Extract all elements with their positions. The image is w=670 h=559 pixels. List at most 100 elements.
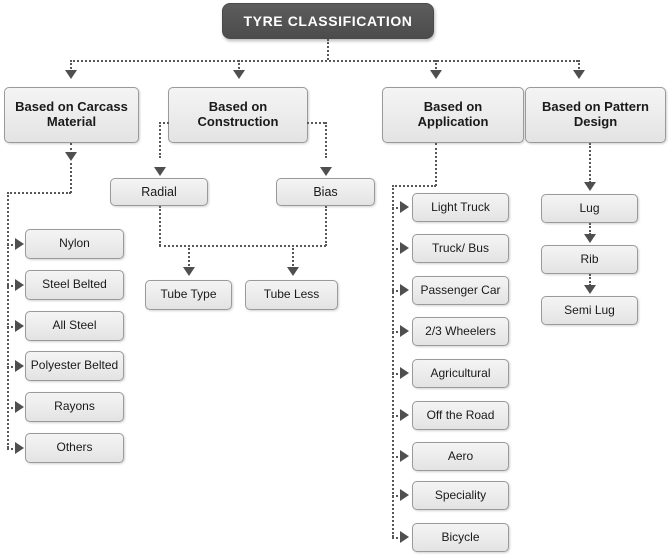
branch-node-pattern: Based on Pattern Design: [525, 87, 666, 143]
label-radial: Radial: [141, 184, 177, 199]
branch-label-construction-line2: Construction: [197, 114, 279, 129]
arrowhead-carcass-6: [15, 442, 24, 454]
leaf-label-bicycle: Bicycle: [441, 529, 480, 544]
leaf-label-polyester-belted: Polyester Belted: [30, 358, 119, 373]
branch-node-construction: Based on Construction: [168, 87, 308, 143]
connector-application-stub-4: [392, 331, 402, 333]
arrowhead-carcass-1: [15, 238, 24, 250]
arrowhead-to-application: [430, 70, 442, 79]
leaf-node-bicycle: Bicycle: [412, 523, 509, 552]
connector-carcass-stub-4: [7, 366, 17, 368]
leaf-node-2-3-wheelers: 2/3 Wheelers: [412, 317, 509, 346]
leaf-label-tube-less: Tube Less: [263, 287, 320, 302]
leaf-label-semi-lug: Semi Lug: [564, 302, 615, 317]
connector-carcass-elbow: [7, 192, 71, 194]
leaf-node-semi-lug: Semi Lug: [541, 296, 638, 325]
arrowhead-application-7: [400, 450, 409, 462]
arrowhead-application-4: [400, 325, 409, 337]
connector-to-tube-less: [292, 245, 294, 269]
connector-construction-bus-left: [159, 122, 169, 124]
connector-bias-down: [325, 206, 327, 246]
leaf-node-lug: Lug: [541, 194, 638, 223]
connector-carcass-bus: [7, 192, 9, 448]
connector-root-bus: [70, 60, 578, 62]
branch-label-carcass-line2: Material: [46, 114, 97, 129]
arrowhead-carcass-2: [15, 279, 24, 291]
connector-pattern-drop: [589, 143, 591, 183]
connector-rib-to-semi-lug: [589, 274, 591, 286]
connector-carcass-stub-6: [7, 448, 17, 450]
leaf-node-truck-bus: Truck/ Bus: [412, 234, 509, 263]
connector-carcass-stub-1: [7, 244, 17, 246]
arrowhead-carcass-stem: [65, 152, 77, 161]
connector-carcass-stub-2: [7, 285, 17, 287]
leaf-node-others: Others: [25, 433, 124, 463]
leaf-label-agricultural: Agricultural: [430, 365, 491, 380]
leaf-node-polyester-belted: Polyester Belted: [25, 351, 124, 381]
branch-node-application: Based on Application: [382, 87, 524, 143]
branch-node-carcass: Based on Carcass Material: [4, 87, 139, 143]
branch-label-application-line1: Based on: [423, 99, 483, 115]
leaf-label-all-steel: All Steel: [52, 318, 97, 333]
leaf-node-off-the-road: Off the Road: [412, 401, 509, 430]
connector-application-drop: [435, 143, 437, 186]
arrowhead-application-9: [400, 531, 409, 543]
arrowhead-to-carcass: [65, 70, 77, 79]
connector-application-elbow: [392, 185, 436, 187]
arrowhead-rib: [584, 234, 596, 243]
connector-application-stub-1: [392, 207, 402, 209]
arrowhead-to-pattern: [573, 70, 585, 79]
leaf-label-aero: Aero: [447, 448, 474, 463]
arrowhead-tube-type: [183, 267, 195, 276]
connector-to-carcass: [70, 60, 72, 72]
leaf-label-2-3-wheelers: 2/3 Wheelers: [425, 323, 496, 338]
arrowhead-application-3: [400, 284, 409, 296]
leaf-node-steel-belted: Steel Belted: [25, 270, 124, 300]
leaf-node-tube-type: Tube Type: [145, 280, 232, 310]
leaf-node-nylon: Nylon: [25, 229, 124, 259]
connector-to-tube-type: [188, 245, 190, 269]
leaf-label-passenger-car: Passenger Car: [420, 282, 501, 297]
connector-to-construction: [238, 60, 240, 72]
arrowhead-carcass-5: [15, 401, 24, 413]
connector-application-stub-8: [392, 495, 402, 497]
connector-application-bus: [392, 185, 394, 537]
leaf-node-rib: Rib: [541, 245, 638, 274]
diagram-title-label: TYRE CLASSIFICATION: [243, 12, 413, 29]
branch-label-carcass-line1: Based on Carcass: [15, 99, 128, 115]
connector-carcass-drop: [70, 163, 72, 193]
leaf-node-rayons: Rayons: [25, 392, 124, 422]
connector-carcass-stem: [70, 143, 72, 154]
leaf-label-light-truck: Light Truck: [431, 199, 490, 214]
connector-application-stub-3: [392, 290, 402, 292]
leaf-node-passenger-car: Passenger Car: [412, 276, 509, 305]
arrowhead-application-6: [400, 409, 409, 421]
branch-label-construction-line1: Based on: [208, 99, 268, 115]
connector-construction-right-drop: [325, 122, 327, 158]
label-bias: Bias: [313, 184, 338, 199]
connector-application-stub-7: [392, 456, 402, 458]
node-radial: Radial: [110, 178, 208, 206]
arrowhead-radial: [154, 167, 166, 176]
connector-root-stem: [327, 39, 329, 60]
connector-to-pattern: [578, 60, 580, 72]
arrowhead-application-8: [400, 489, 409, 501]
leaf-label-truck-bus: Truck/ Bus: [432, 240, 489, 255]
arrowhead-carcass-3: [15, 320, 24, 332]
connector-application-stub-2: [392, 248, 402, 250]
connector-lug-to-rib: [589, 223, 591, 235]
connector-construction-left-drop: [159, 122, 161, 158]
arrowhead-application-2: [400, 242, 409, 254]
node-bias: Bias: [276, 178, 375, 206]
branch-label-application-line2: Application: [417, 114, 489, 129]
leaf-node-agricultural: Agricultural: [412, 359, 509, 388]
connector-application-stub-6: [392, 415, 402, 417]
leaf-label-rayons: Rayons: [54, 399, 95, 414]
arrowhead-lug: [584, 182, 596, 191]
leaf-label-others: Others: [56, 440, 93, 455]
connector-application-stub-9: [392, 537, 402, 539]
branch-label-pattern-line1: Based on Pattern: [542, 99, 649, 115]
connector-construction-bus-right: [307, 122, 325, 124]
connector-radial-down: [159, 206, 161, 246]
